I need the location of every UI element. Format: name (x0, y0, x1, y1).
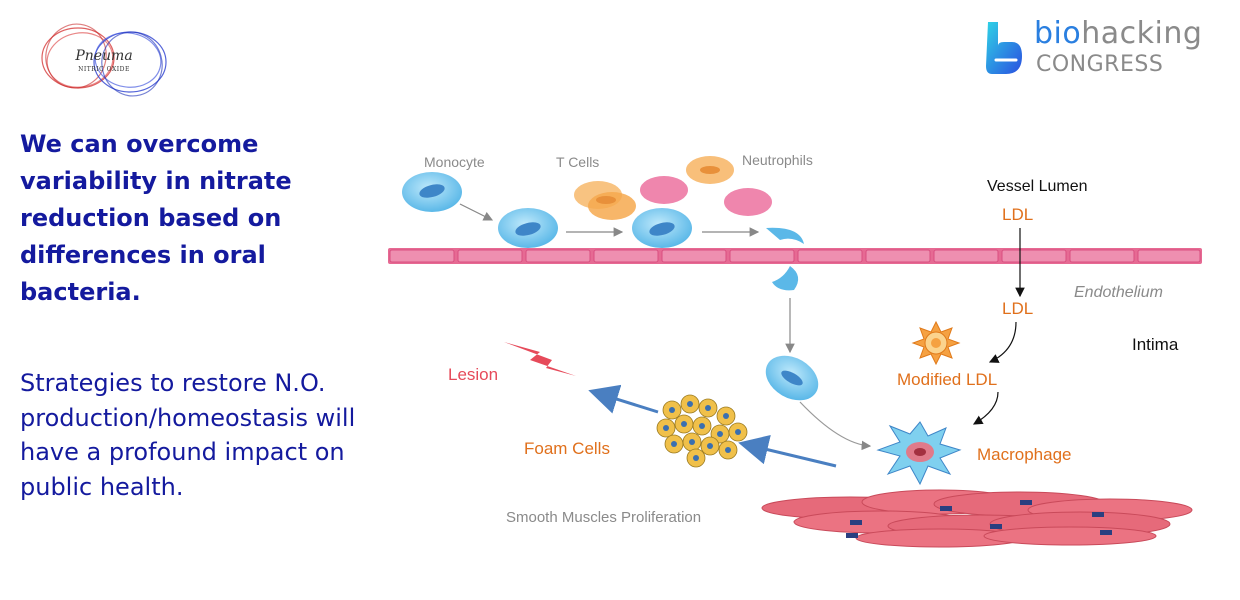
neutrophils-label: Neutrophils (742, 152, 813, 168)
macrophage-cell (876, 421, 962, 486)
monocyte-cell-adhering (632, 208, 692, 248)
pneuma-logo: Pneuma NITRIC OXIDE (36, 18, 172, 102)
neutrophils (640, 156, 772, 216)
monocyte-cell (402, 172, 462, 212)
t-cells-label: T Cells (556, 154, 599, 170)
smooth-muscles-label: Smooth Muscles Proliferation (506, 509, 701, 526)
pneuma-logo-subtext: NITRIC OXIDE (78, 66, 130, 73)
modified-ldl-label: Modified LDL (897, 370, 997, 389)
modified-ldl-icon (911, 320, 961, 366)
headline: We can overcome variability in nitrate r… (20, 130, 292, 306)
pneuma-logo-text: Pneuma (74, 48, 132, 64)
biohacking-subtitle: CONGRESS (1036, 52, 1164, 77)
biohacking-wordmark: biohacking (1034, 16, 1202, 51)
biohacking-wordmark-suffix: hacking (1081, 16, 1203, 51)
intima-monocyte (765, 355, 819, 401)
smooth-muscle-cells (761, 489, 1193, 548)
foam-cell-nuclei (663, 401, 741, 461)
intima-label: Intima (1132, 335, 1179, 354)
vessel-lumen-label: Vessel Lumen (987, 178, 1088, 195)
body-text: Strategies to restore N.O. production/ho… (20, 369, 356, 501)
macrophage-label: Macrophage (977, 445, 1072, 464)
endothelium-label: Endothelium (1074, 284, 1163, 301)
biohacking-logo: biohacking CONGRESS (982, 16, 1222, 80)
t-cells (574, 181, 636, 220)
endothelium-membrane (388, 248, 1202, 264)
monocyte-cell-rolling (498, 208, 558, 248)
foam-cells (656, 394, 748, 468)
lesion-label: Lesion (448, 365, 498, 384)
biohacking-wordmark-prefix: bio (1034, 16, 1082, 51)
foam-cells-label: Foam Cells (524, 439, 610, 458)
transmigrating-cell (766, 227, 804, 291)
lesion-bolt-icon (504, 342, 576, 376)
monocyte-label: Monocyte (424, 154, 485, 170)
atherosclerosis-diagram: Monocyte T Cells Neutrophils (388, 152, 1202, 548)
ldl-top-label: LDL (1002, 205, 1033, 224)
biohacking-logo-mark (986, 22, 1022, 74)
ldl-mid-label: LDL (1002, 299, 1033, 318)
